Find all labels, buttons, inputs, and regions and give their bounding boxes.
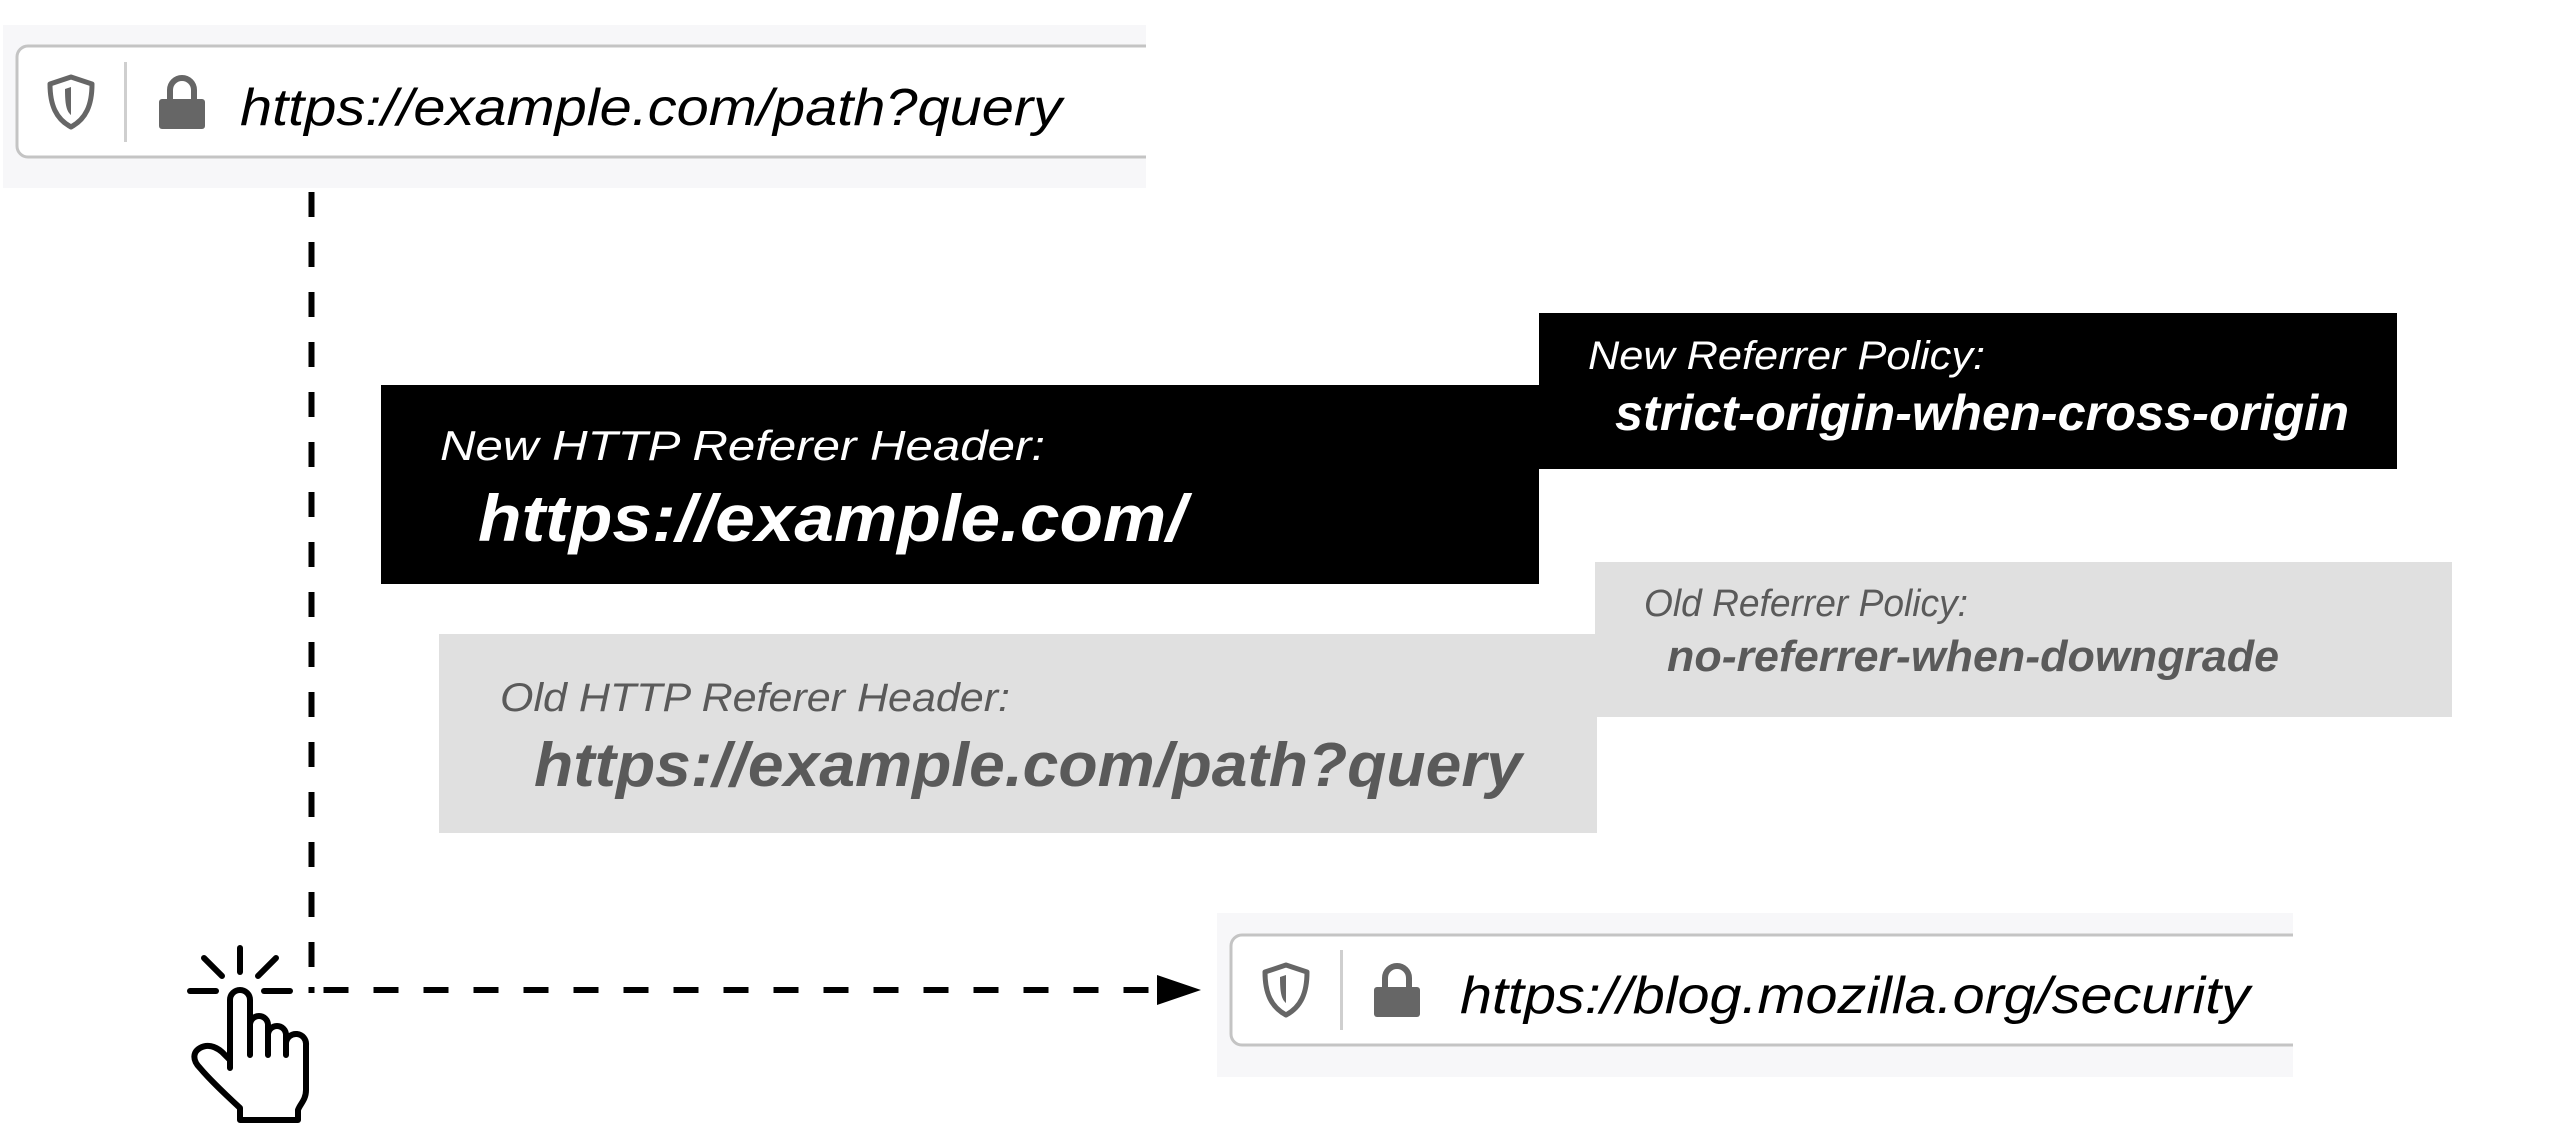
old-policy-background xyxy=(1595,562,2452,717)
url-separator xyxy=(124,62,127,142)
old-referer-header-box: Old HTTP Referer Header: https://example… xyxy=(439,634,1597,833)
shield-icon[interactable] xyxy=(47,74,95,130)
top-url-field-cut xyxy=(1146,40,1186,165)
dashed-connector xyxy=(308,192,1201,1005)
new-policy-value: strict-origin-when-cross-origin xyxy=(1615,385,2349,441)
url-separator xyxy=(1340,950,1343,1030)
new-header-background xyxy=(381,385,1539,584)
shield-icon[interactable] xyxy=(1262,962,1310,1018)
old-header-background xyxy=(439,634,1597,833)
new-policy-label: New Referrer Policy: xyxy=(1588,334,1985,378)
old-policy-value: no-referrer-when-downgrade xyxy=(1667,632,2279,681)
bottom-url-bar: https://blog.mozilla.org/security xyxy=(1217,913,2333,1077)
new-policy-background xyxy=(1539,313,2397,469)
arrowhead-icon xyxy=(1157,975,1201,1005)
new-header-value: https://example.com/ xyxy=(478,481,1193,555)
top-url-text[interactable]: https://example.com/path?query xyxy=(240,79,1065,137)
old-header-value: https://example.com/path?query xyxy=(534,731,1526,800)
new-referer-header-box: New HTTP Referer Header: https://example… xyxy=(381,385,1539,584)
old-header-label: Old HTTP Referer Header: xyxy=(500,676,1010,720)
new-referrer-policy-box: New Referrer Policy: strict-origin-when-… xyxy=(1539,313,2397,469)
bottom-url-text[interactable]: https://blog.mozilla.org/security xyxy=(1460,967,2253,1025)
new-header-label: New HTTP Referer Header: xyxy=(440,422,1045,469)
bottom-url-field-cut xyxy=(2293,925,2333,1055)
old-policy-label: Old Referrer Policy: xyxy=(1644,583,1968,625)
old-referrer-policy-box: Old Referrer Policy: no-referrer-when-do… xyxy=(1595,562,2452,717)
lock-icon[interactable] xyxy=(1374,963,1420,1017)
hand-click-icon xyxy=(187,945,310,1123)
lock-icon[interactable] xyxy=(159,75,205,129)
top-url-bar: https://example.com/path?query xyxy=(3,25,1186,188)
